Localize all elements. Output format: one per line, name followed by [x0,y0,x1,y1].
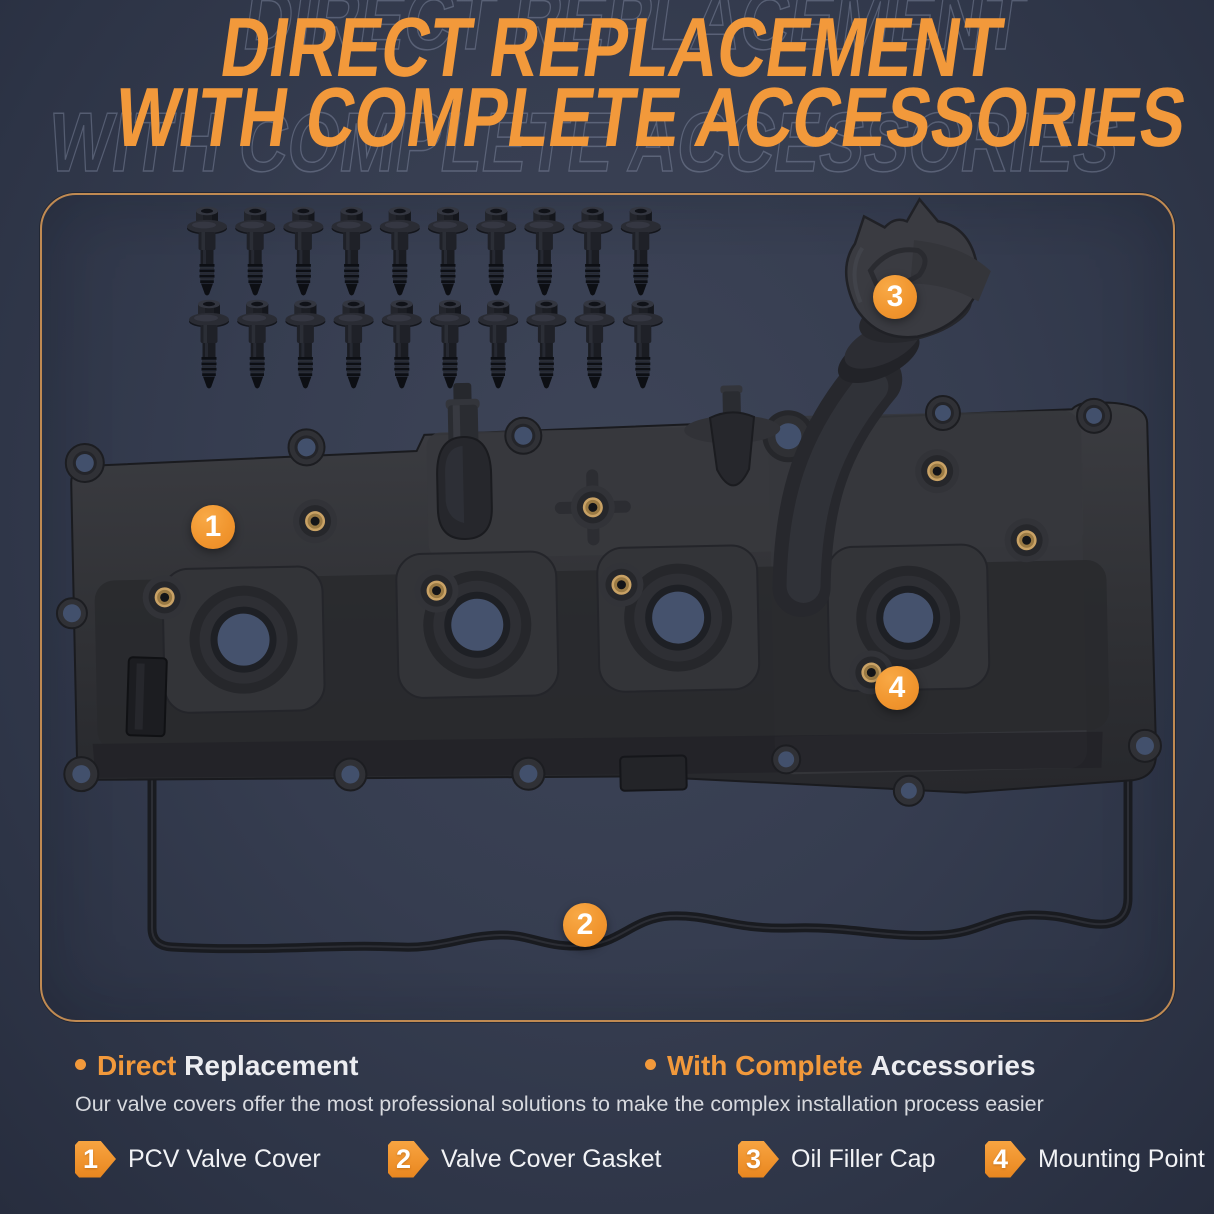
mounting-bolt [331,206,372,296]
legend-label-1: PCV Valve Cover [128,1144,321,1173]
pcv-valve-port [436,382,493,541]
title-block: DIRECT REPLACEMENT DIRECT REPLACEMENT WI… [42,0,1192,190]
bottom-tab [619,754,688,792]
mounting-bolt [237,299,278,389]
perimeter-bolt-holes [55,394,1162,807]
mounting-bolt [574,299,615,389]
feature-highlight: Direct [97,1050,177,1081]
mounting-bolt [189,299,229,389]
legend-item-oil-filler-cap: 3 Oil Filler Cap [738,1140,935,1178]
feature-direct-replacement: Direct Replacement [75,1050,358,1082]
legend-label-4: Mounting Point [1038,1144,1205,1173]
feature-highlight: With Complete [667,1050,863,1081]
mounting-bolt [235,206,276,296]
mounting-bolt [476,206,517,296]
side-notch [125,656,168,738]
mounting-bolt [428,206,468,296]
legend-badge-1: 1 [75,1140,116,1178]
mounting-bolt [572,206,613,296]
mounting-bolt [620,206,661,296]
valve-cover-gasket [147,533,1133,954]
mounting-bolt [283,206,324,296]
feature-rest: Accessories [870,1050,1036,1081]
legend-badge-4: 4 [985,1140,1026,1178]
legend-item-valve-cover-gasket: 2 Valve Cover Gasket [388,1140,661,1178]
mounting-bolt [187,206,227,296]
mounting-bolt [622,299,663,389]
mounting-bolt [524,206,565,296]
legend-item-pcv-valve-cover: 1 PCV Valve Cover [75,1140,321,1178]
vent-nipple [684,385,781,487]
legend-badge-2: 2 [388,1140,429,1178]
callout-marker-2: 2 [563,903,607,947]
valve-cover [55,197,1162,807]
bullet-icon [75,1059,86,1070]
mounting-bolt [526,299,567,389]
mounting-bolts-set [187,206,663,389]
feature-complete-accessories: With Complete Accessories [645,1050,1036,1082]
product-panel [40,193,1175,1022]
legend-label-3: Oil Filler Cap [791,1144,936,1173]
legend-item-mounting-point: 4 Mounting Point [985,1140,1205,1178]
legend-badge-3: 3 [738,1140,779,1178]
oil-filler-cap [844,197,991,343]
title-line-2: WITH COMPLETE ACCESSORIES WITH COMPLETE … [42,70,1192,190]
mounting-bolt [478,299,519,389]
feature-rest: Replacement [184,1050,359,1081]
callout-marker-1: 1 [191,505,235,549]
title-line-2-text: WITH COMPLETE ACCESSORIES [109,70,1193,164]
product-illustration [55,197,1162,954]
mounting-bolt [381,299,422,389]
mounting-bolt [285,299,326,389]
legend-label-2: Valve Cover Gasket [441,1144,662,1173]
mounting-bolt [333,299,374,389]
callout-marker-4: 4 [875,666,919,710]
description-text: Our valve covers offer the most professi… [75,1092,1044,1116]
mounting-bolt [430,299,470,389]
mounting-bolt [379,206,420,296]
callout-marker-3: 3 [873,275,917,319]
bullet-icon [645,1059,656,1070]
